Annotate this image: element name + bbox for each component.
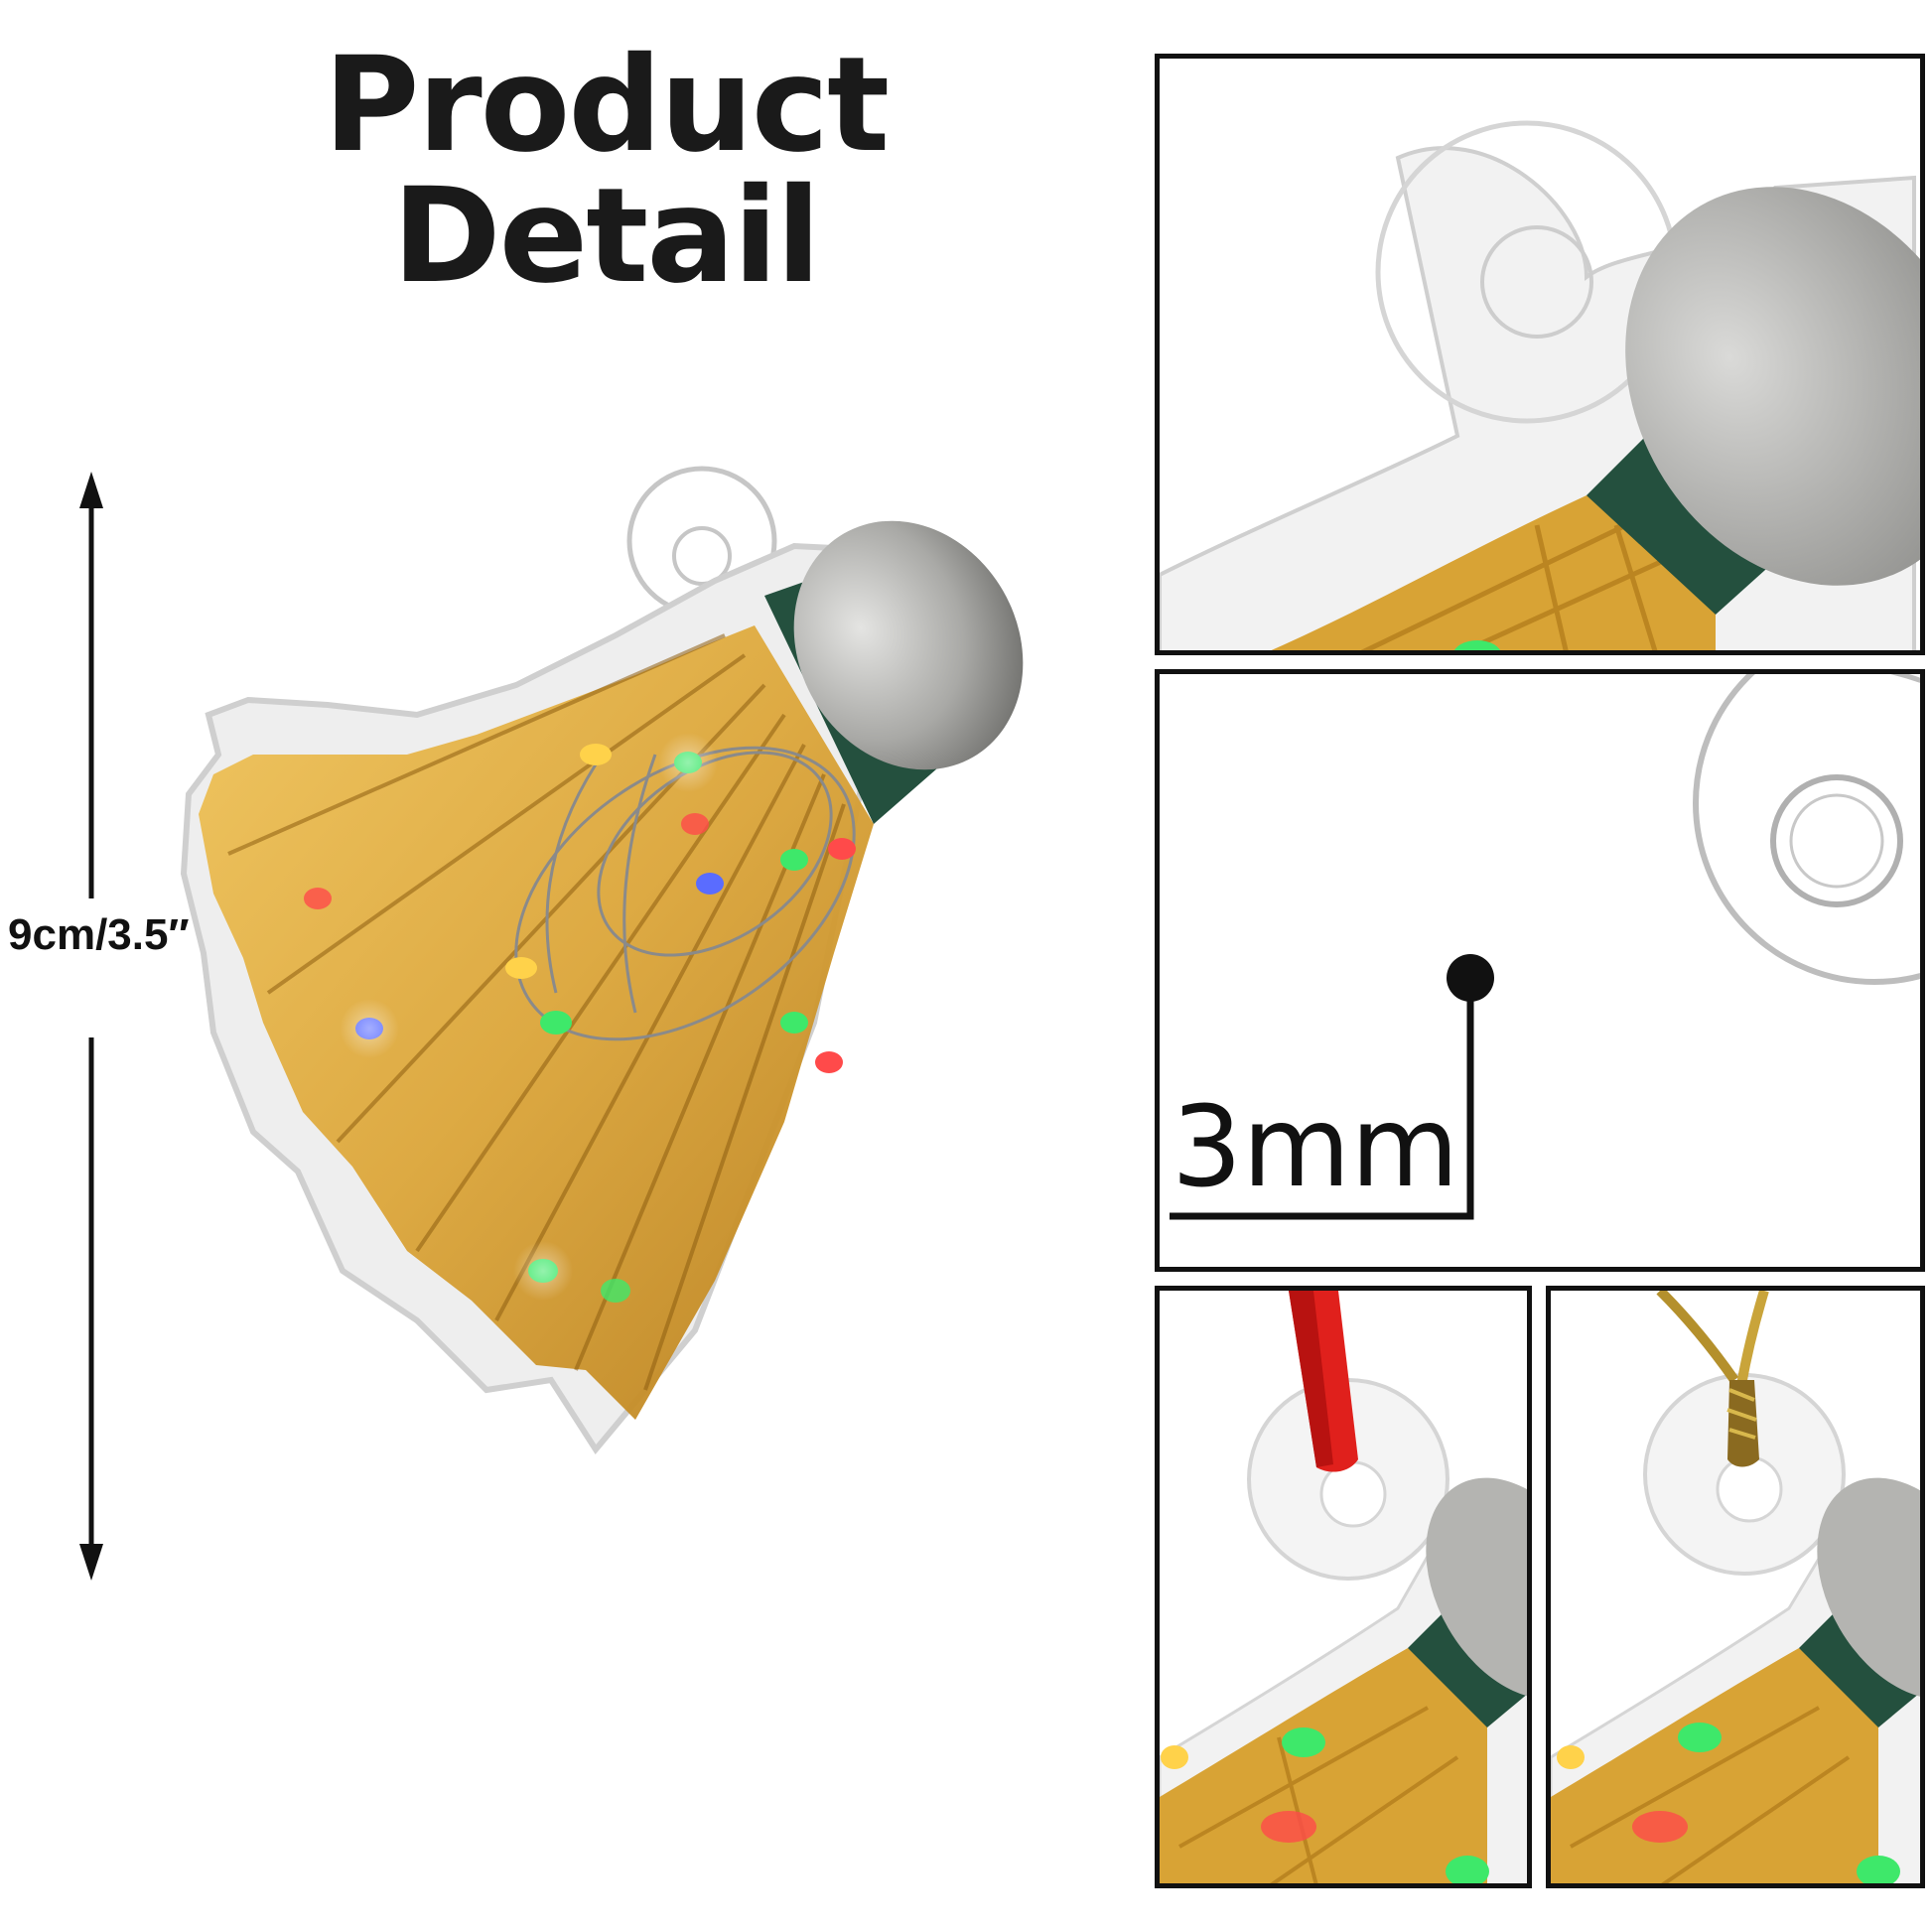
led-lights [304, 733, 856, 1303]
detail-panel-gold-cord [1546, 1286, 1925, 1888]
base-cap [793, 520, 1024, 770]
detail-panel-closeup [1155, 54, 1925, 655]
detail-panel-red-ribbon [1155, 1286, 1532, 1888]
thickness-pointer-line [1170, 978, 1474, 1220]
dimension-label: 9cm/3.5″ [8, 910, 190, 959]
wire-cage [514, 746, 856, 1041]
detail-panel-thickness [1155, 669, 1925, 1272]
page-title: Product Detail [323, 29, 890, 313]
thickness-label: 3mm [1172, 1083, 1459, 1212]
gold-cord [1656, 1291, 1769, 1467]
